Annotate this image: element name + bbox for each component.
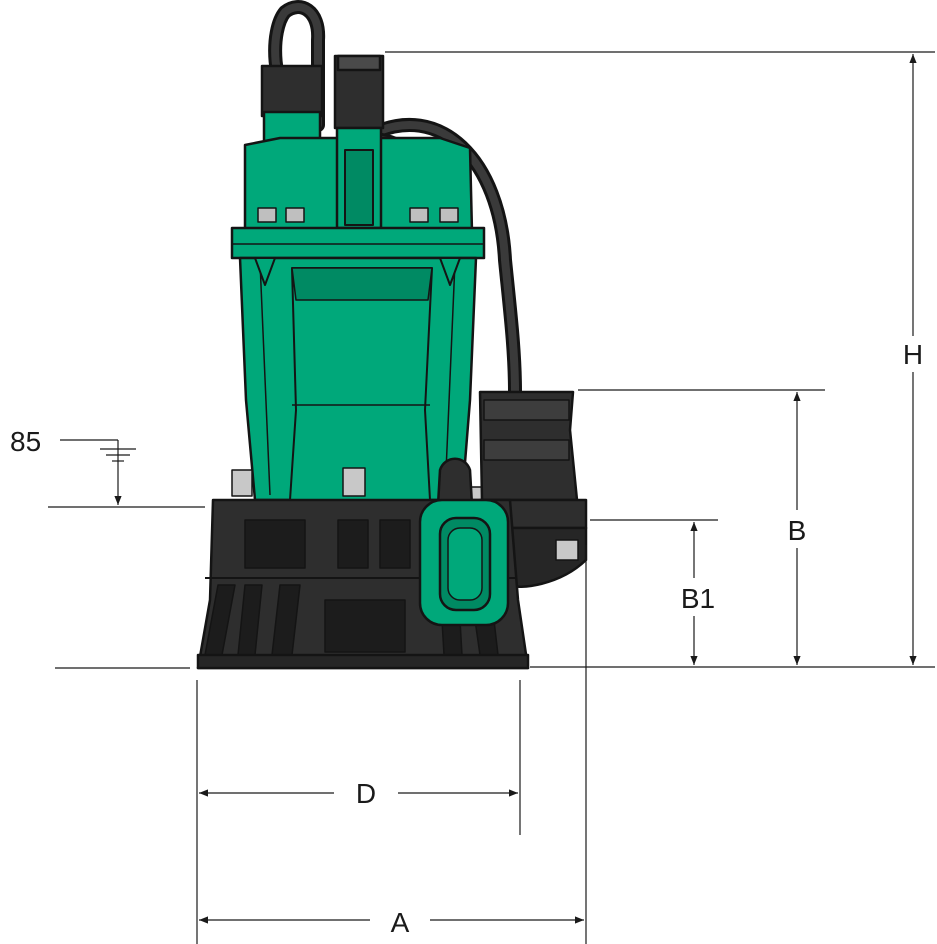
dimension-a-label: A [391,907,410,938]
cable-gland-left [260,64,324,144]
discharge-outlet [478,390,588,588]
dimension-b1-label: B1 [681,583,715,614]
dimension-h-label: H [903,339,923,370]
motor-flange [230,226,486,260]
dimension-lines [48,51,935,944]
dimension-d-label: D [356,778,376,809]
float-switch [418,457,510,627]
submersible-pump [196,0,588,670]
dimension-b-label: B [788,515,807,546]
discharge-handle-top [333,54,385,130]
water-level-label: 85 [10,426,41,457]
flange-bolts [257,207,459,223]
